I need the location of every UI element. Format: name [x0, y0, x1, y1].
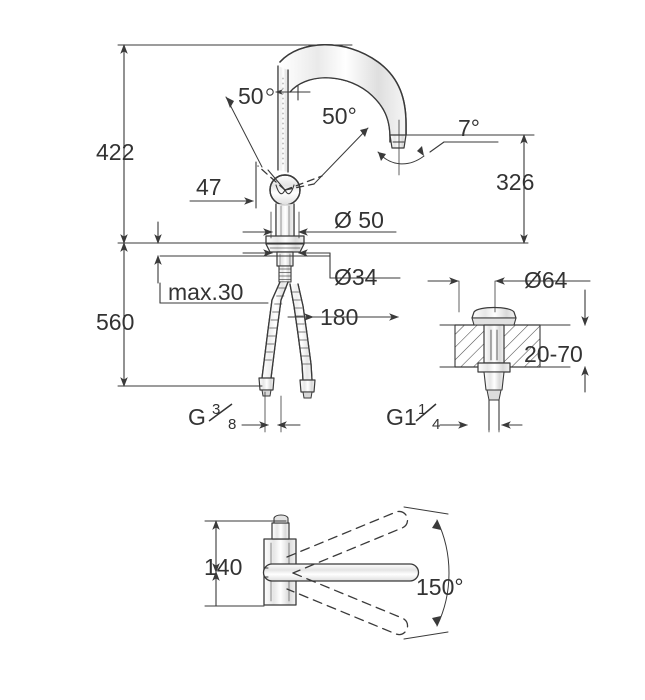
label-dia-64: Ø64: [524, 267, 568, 293]
label-angle-7: 7°: [458, 115, 480, 141]
label-150: 150°: [416, 574, 464, 600]
supply-hose-left: [258, 281, 289, 397]
label-560: 560: [96, 309, 134, 335]
label-g38-numerator: 3: [212, 401, 220, 418]
top-plan-view: [262, 506, 450, 640]
dimension-angle-50-right: [313, 127, 369, 185]
label-422: 422: [96, 139, 134, 165]
dimension-max30: [154, 221, 269, 304]
label-20-70: 20-70: [524, 341, 583, 367]
waste-detail-section: [439, 306, 571, 431]
label-g114-g: G1: [386, 404, 417, 430]
label-g114: G1 1 4: [386, 401, 440, 433]
label-g38-g: G: [188, 404, 206, 430]
label-140: 140: [204, 554, 242, 580]
label-angle-50-left: 50: [238, 83, 264, 109]
supply-hose-right: [289, 283, 316, 399]
label-180: 180: [320, 304, 358, 330]
dimension-326: [399, 134, 535, 244]
callout-g114: [439, 399, 523, 433]
label-g38-denominator: 8: [228, 416, 236, 433]
dimension-angle-50-left: [225, 85, 311, 168]
dimension-140: [204, 520, 287, 607]
dimension-dia-50: [242, 211, 397, 239]
label-dia-50: Ø 50: [334, 207, 384, 233]
dimension-dia-34: [242, 249, 401, 279]
label-g114-denominator: 4: [432, 416, 440, 433]
dimension-angle-7: [377, 119, 499, 176]
label-angle-50-right: 50°: [322, 103, 357, 129]
label-g38: G 3 8: [188, 401, 236, 433]
counter-reference-lines: [117, 44, 529, 387]
label-max-30: max.30: [168, 279, 243, 305]
label-g114-numerator: 1: [418, 401, 426, 418]
dimension-47: [189, 161, 257, 209]
label-47: 47: [196, 174, 222, 200]
dimension-dia-64: [427, 277, 591, 313]
label-326: 326: [496, 169, 534, 195]
label-dia-34: Ø34: [334, 264, 378, 290]
callout-g38: [241, 391, 301, 433]
